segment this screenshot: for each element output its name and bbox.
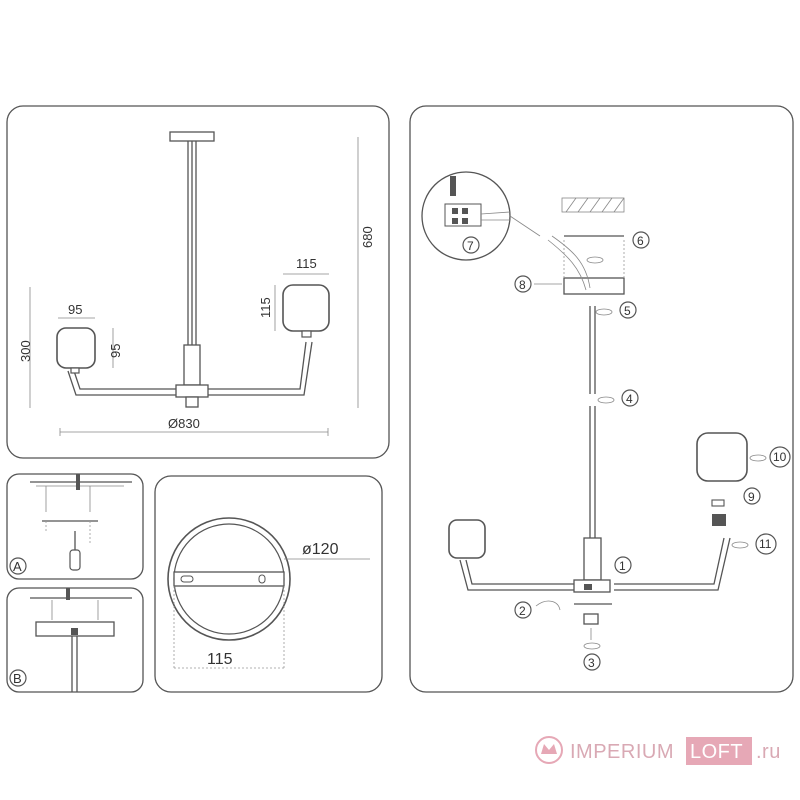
step-b-panel-border: [6, 587, 144, 693]
step-9-label: 9: [748, 490, 755, 504]
dim-height-total: 680: [360, 226, 375, 248]
step-5-label: 5: [624, 304, 631, 318]
dim-canopy-mount: 115: [207, 651, 233, 668]
assembly-panel-border: [409, 105, 794, 693]
assembly-panel: 7 6 8 5 4: [409, 105, 794, 693]
step-2-label: 2: [519, 604, 526, 618]
step-4-label: 4: [626, 392, 633, 406]
dim-diameter: Ø830: [168, 416, 200, 431]
step-a-panel: A: [6, 473, 144, 580]
watermark-tld: .ru: [756, 741, 781, 763]
watermark-brand-left: IMPERIUM: [570, 741, 674, 763]
hub: [175, 384, 209, 398]
arm-left: [73, 370, 176, 390]
step-b-panel: B: [6, 587, 144, 693]
canopy-exploded: [563, 277, 625, 295]
step-8-label: 8: [519, 278, 526, 292]
body: [183, 344, 201, 386]
shade-right-exploded: [696, 432, 748, 482]
dim-canopy-diameter: ø120: [302, 541, 339, 558]
canopy: [169, 131, 215, 142]
shade-large: [282, 284, 330, 332]
arm-right: [208, 341, 307, 390]
step-a-panel-border: [6, 473, 144, 580]
dim-shade-small-w: 95: [68, 302, 82, 317]
watermark-brand-right: LOFT: [690, 741, 743, 763]
dim-shade-large-h: 115: [258, 297, 273, 318]
canopy-circle: [167, 517, 291, 641]
mounting-plate: [173, 571, 285, 587]
screwdriver-icon: [69, 549, 81, 571]
step-3-label: 3: [588, 656, 595, 670]
watermark: IMPERIUM LOFT .ru: [535, 736, 781, 765]
watermark-brand-box: [686, 737, 752, 765]
step-11-label: 11: [759, 537, 772, 551]
dimensions-panel: 680 300 Ø830 95 95 115 115: [6, 105, 390, 459]
step-a-label: A: [13, 559, 22, 574]
shade-left-exploded: [448, 519, 486, 559]
body-exploded: [583, 537, 602, 581]
arm-left-exploded: [465, 559, 574, 585]
dimensions-panel-border: [6, 105, 390, 459]
step-6-label: 6: [637, 234, 644, 248]
arm-right-exploded: [614, 537, 725, 585]
bulb-icon: [711, 499, 725, 507]
canopy-detail-panel: ø120 115: [154, 475, 383, 693]
dim-height-arms: 300: [18, 340, 33, 362]
step-7-label: 7: [467, 239, 474, 253]
shade-small: [56, 327, 96, 369]
canopy-detail-panel-border: [154, 475, 383, 693]
socket-icon: [712, 514, 726, 526]
dim-shade-small-h: 95: [108, 344, 123, 358]
watermark-logo-icon: [535, 736, 563, 764]
step-b-label: B: [13, 671, 22, 686]
step-10-label: 10: [773, 450, 787, 464]
dim-shade-large-w: 115: [296, 256, 317, 271]
step-1-label: 1: [619, 559, 626, 573]
